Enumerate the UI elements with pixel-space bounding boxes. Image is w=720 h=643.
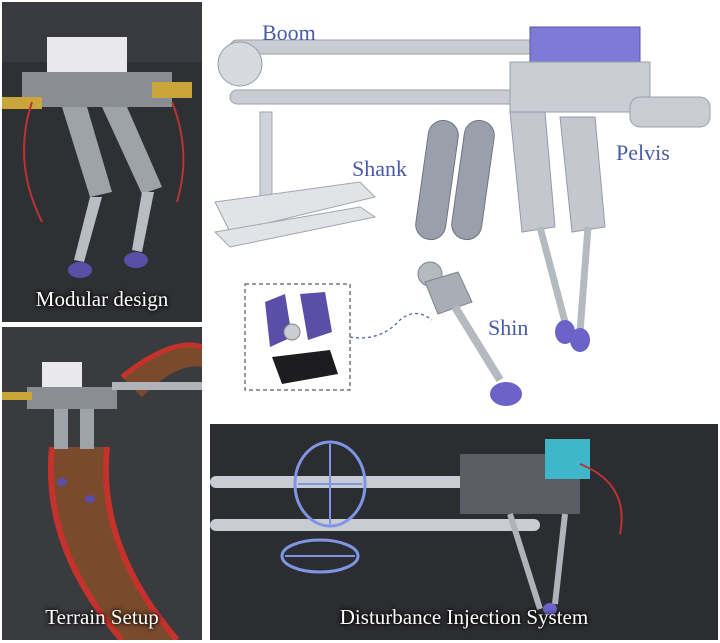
shank-part-right [451,119,495,241]
shin-foot [490,382,522,406]
modular-design-photo: Modular design [2,2,202,322]
cad-robot-drawing [213,26,711,406]
propeller-guard-lower [280,538,360,574]
cad-exploded-view: Boom Shank Pelvis Shin [210,2,718,417]
terrain-setup-photo: Terrain Setup [2,327,202,640]
shank-part-left [415,119,459,241]
shin-label: Shin [488,315,529,340]
boom-rod-lower [229,89,551,105]
disturbance-illustration [210,424,718,640]
cyan-box [545,439,590,479]
modular-robot-illustration [2,2,202,322]
electronics-box [47,37,127,77]
terrain-setup-caption: Terrain Setup [45,605,159,629]
terrain-illustration [2,327,202,640]
disturbance-injection-photo: Disturbance Injection System [210,424,718,640]
disturbance-caption: Disturbance Injection System [339,605,589,629]
right-foot [124,252,148,268]
boom-label: Boom [262,20,316,45]
pellet-track [50,447,178,640]
left-foot [68,262,92,278]
right-shank [102,107,162,194]
shin-part [451,304,504,383]
modular-design-caption: Modular design [35,287,169,311]
left-shank [62,107,112,197]
pelvis-label: Pelvis [616,140,670,165]
propeller-guard-upper [293,440,367,528]
shank-label: Shank [352,156,407,181]
